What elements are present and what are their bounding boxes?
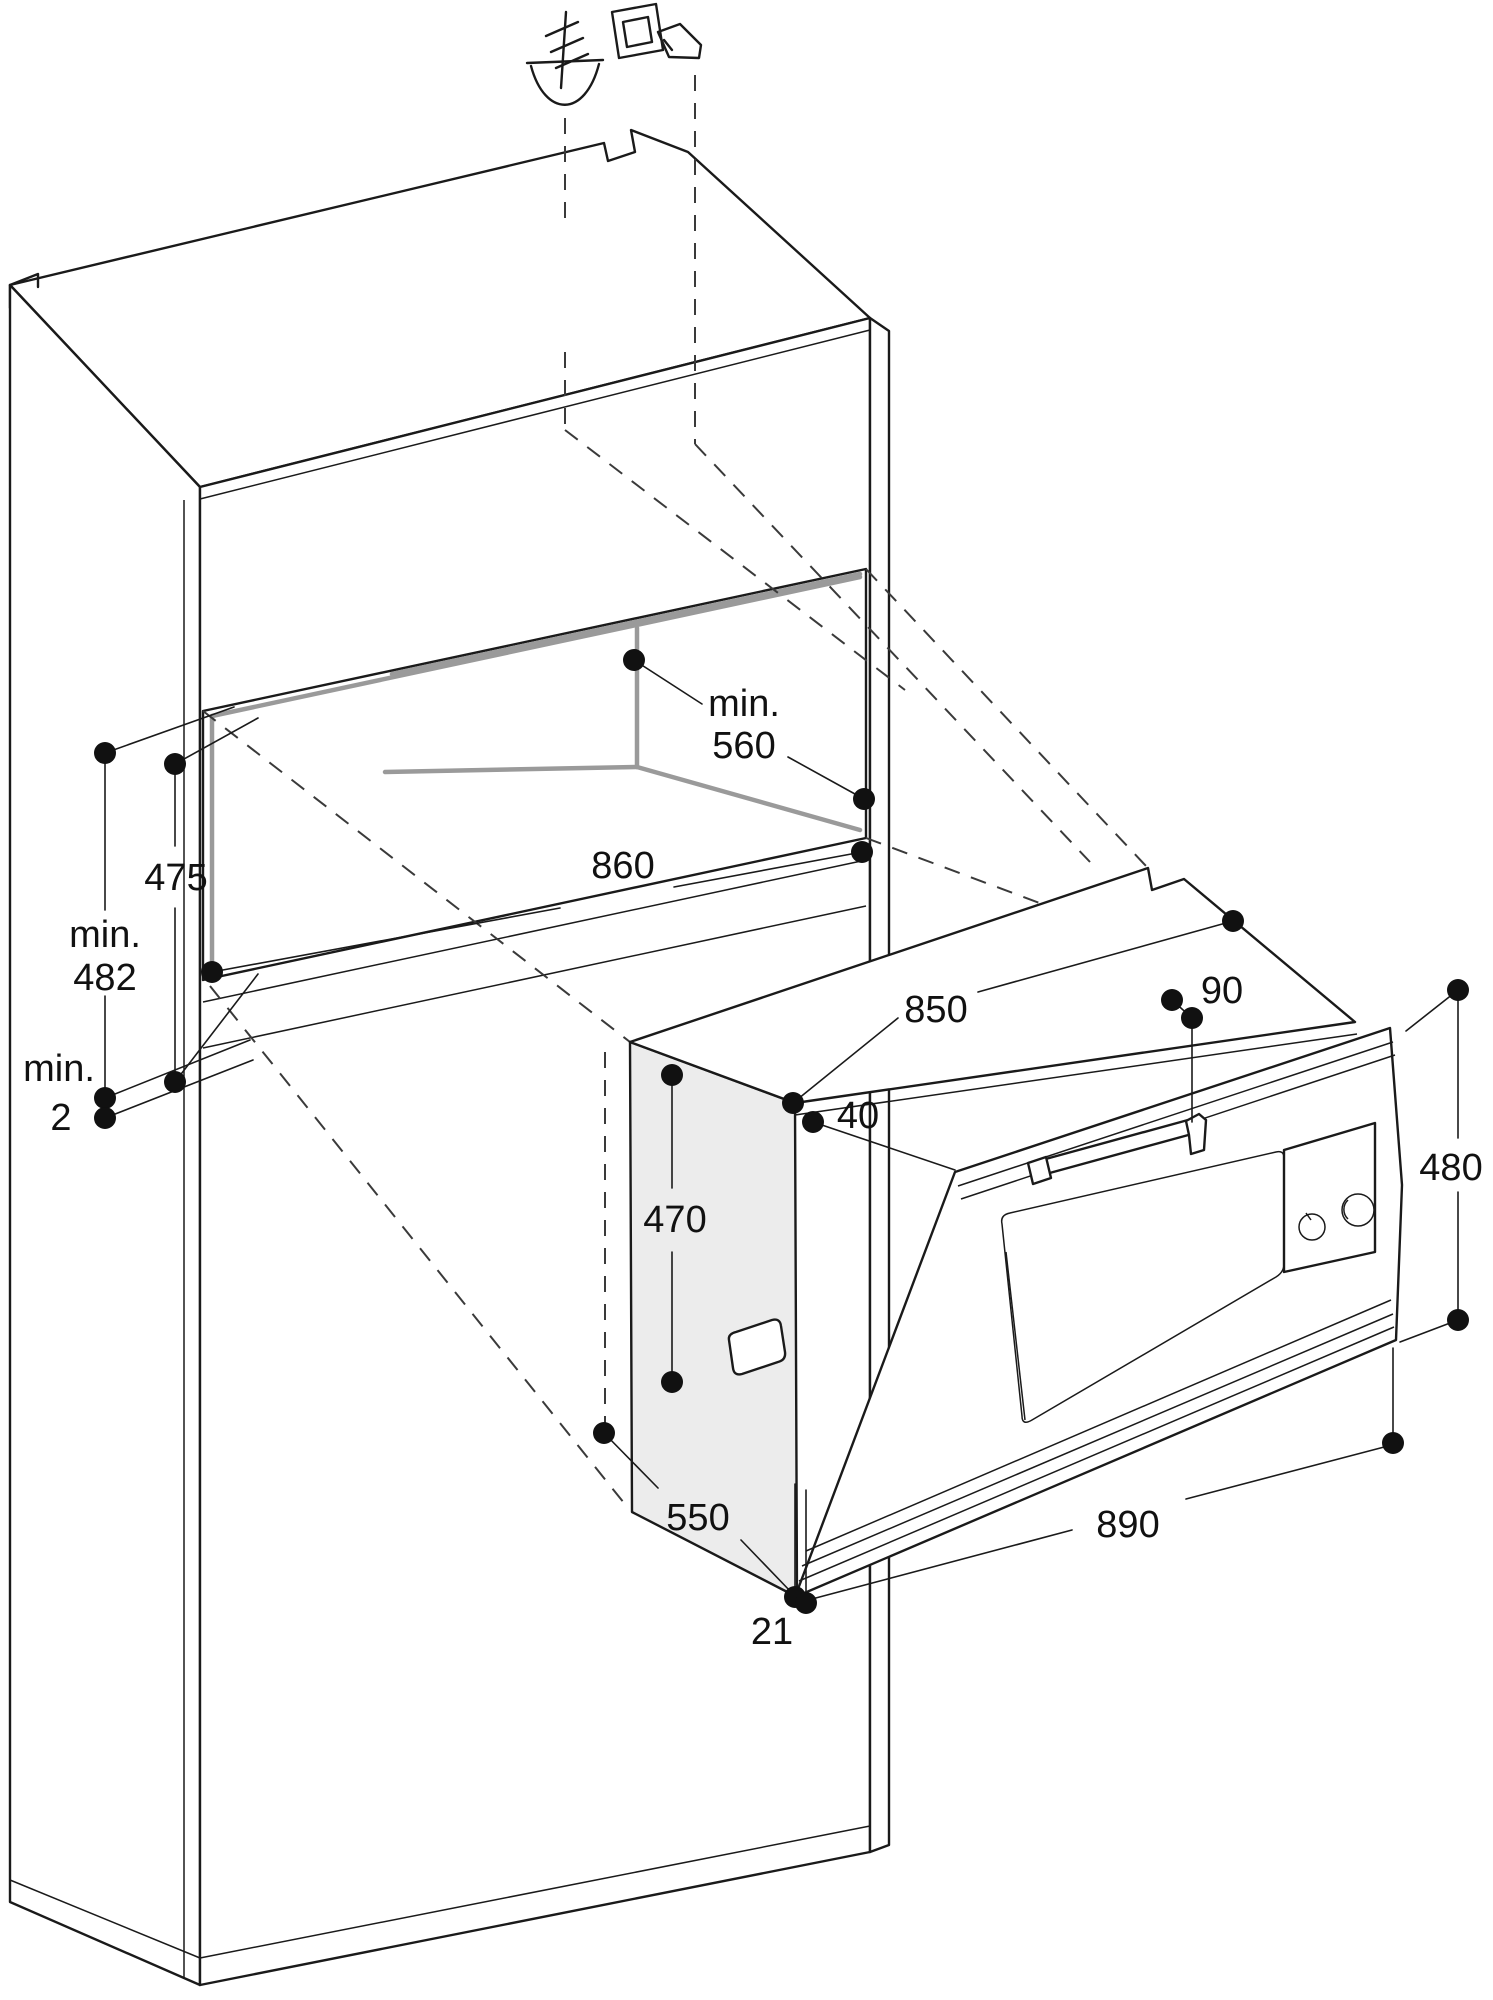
mains-plug-icon [610, 2, 703, 60]
oven-knob-right [1341, 1193, 1375, 1227]
dim-appliance-depth [603, 1432, 793, 1594]
oven-door-window-divider [1005, 1251, 1026, 1421]
niche-bottom-reveal-line [202, 859, 867, 1003]
dim-appliance-width [792, 920, 1234, 1104]
dimension-points [94, 649, 1469, 1614]
dim-side-offset [812, 1121, 956, 1171]
label-handle-clearance: 90 [1201, 970, 1243, 1012]
dim-niche-height [174, 717, 259, 1083]
label-appliance-depth: 550 [666, 1497, 729, 1539]
plinth-line-front [199, 1825, 871, 1959]
label-appliance-width: 850 [904, 989, 967, 1031]
label-niche-height: 475 [144, 857, 207, 899]
oven-handle-left-cap [1026, 1155, 1053, 1186]
earth-symbol-icon [525, 10, 605, 106]
dim-frame-width [811, 1347, 1394, 1600]
label-front-frame-height: 480 [1419, 1147, 1482, 1189]
oven-front-fascia [793, 1026, 1404, 1599]
oven-handle-right-bracket [1184, 1112, 1208, 1156]
oven-side-vent-slot [727, 1318, 787, 1376]
niche-bottom-band-line [202, 905, 867, 1049]
label-frame-width: 890 [1096, 1504, 1159, 1546]
label-niche-width: 860 [591, 845, 654, 887]
label-backing [636, 1194, 716, 1240]
dim-niche-front-height [104, 706, 235, 1099]
cabinet-left-face [8, 283, 202, 1987]
dimension-labels: min. 560 860 475 min. 482 min. 2 850 90 … [23, 683, 1483, 1653]
label-niche-depth-min: min. [708, 683, 780, 725]
oven [628, 866, 1404, 1599]
label-niche-front-height-min: min. [69, 914, 141, 956]
label-niche-front-height-value: 482 [73, 957, 136, 999]
oven-control-panel [1282, 1121, 1377, 1274]
niche-interior-lines [209, 571, 863, 974]
label-bottom-clearance-value: 2 [50, 1097, 71, 1139]
worktop-front-edge [199, 329, 871, 500]
oven-knob-left [1298, 1213, 1326, 1241]
label-side-offset: 40 [837, 1095, 879, 1137]
label-frame-overlap: 21 [751, 1611, 793, 1653]
dim-niche-depth [633, 659, 865, 800]
dim-frame-overlap [794, 1483, 807, 1598]
oven-top-front-edge [794, 1033, 1358, 1116]
label-appliance-height: 470 [643, 1199, 706, 1241]
plinth-line-left [9, 1879, 201, 1959]
dim-niche-width [211, 851, 863, 973]
label-bottom-clearance-min: min. [23, 1048, 95, 1090]
label-niche-depth-value: 560 [712, 725, 775, 767]
